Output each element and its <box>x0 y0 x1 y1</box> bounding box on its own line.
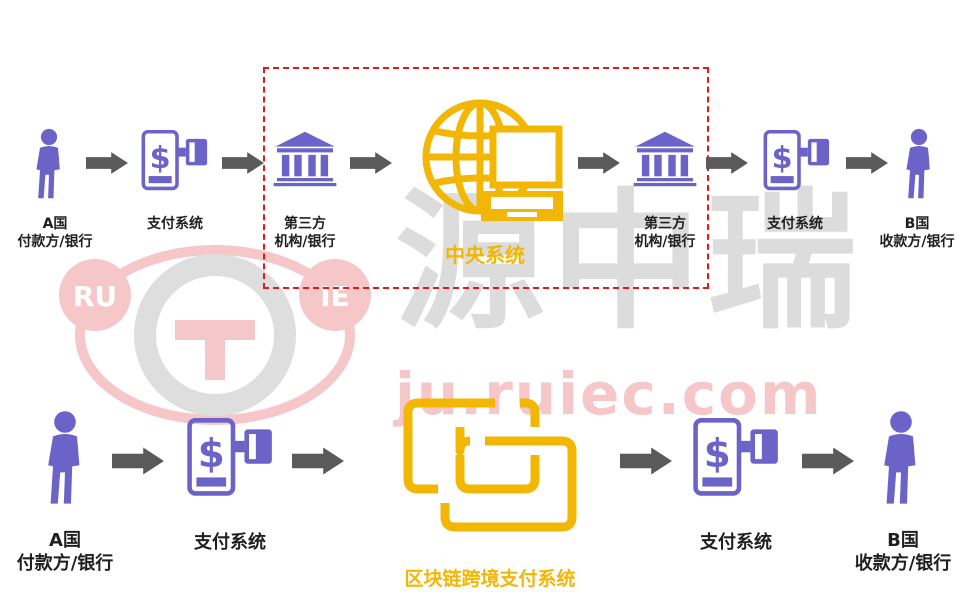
mobile-payment-icon <box>760 130 838 192</box>
node-label-payment-system: 支付系统 <box>147 216 203 232</box>
arrow-icon <box>350 152 392 174</box>
arrow-icon <box>292 447 344 475</box>
person-icon <box>40 410 90 506</box>
arrow-icon <box>578 152 620 174</box>
node-label-b-payee: B国收款方/银行 <box>854 530 952 574</box>
arrow-icon <box>222 152 264 174</box>
globe-laptop-icon <box>422 99 563 221</box>
arrow-icon <box>846 152 888 174</box>
node-label-central-system: 中央系统 <box>445 243 525 267</box>
node-label-third-party: 第三方机构/银行 <box>274 216 336 250</box>
arrow-icon <box>802 447 854 475</box>
node-label-b-payee: B国收款方/银行 <box>879 216 955 250</box>
person-icon <box>876 410 926 506</box>
watermark-logo-left-text: RU <box>73 280 117 313</box>
blockchain-icon <box>403 398 577 532</box>
bank-icon <box>632 124 698 194</box>
central-system-boundary <box>263 67 709 289</box>
node-label-a-payer: A国付款方/银行 <box>16 530 114 574</box>
node-label-blockchain-system: 区块链跨境支付系统 <box>404 568 576 590</box>
arrow-icon <box>620 447 672 475</box>
node-label-payment-system: 支付系统 <box>700 532 772 553</box>
arrow-icon <box>706 152 748 174</box>
person-icon <box>30 128 68 200</box>
node-label-payment-system: 支付系统 <box>767 216 823 232</box>
arrow-icon <box>86 152 128 174</box>
node-label-a-payer: A国付款方/银行 <box>17 216 93 250</box>
person-icon <box>900 128 938 200</box>
mobile-payment-icon <box>184 418 282 498</box>
mobile-payment-icon <box>690 418 788 498</box>
node-label-payment-system: 支付系统 <box>194 532 266 553</box>
arrow-icon <box>112 447 164 475</box>
node-label-third-party: 第三方机构/银行 <box>634 216 696 250</box>
mobile-payment-icon <box>138 130 216 192</box>
bank-icon <box>272 124 338 194</box>
